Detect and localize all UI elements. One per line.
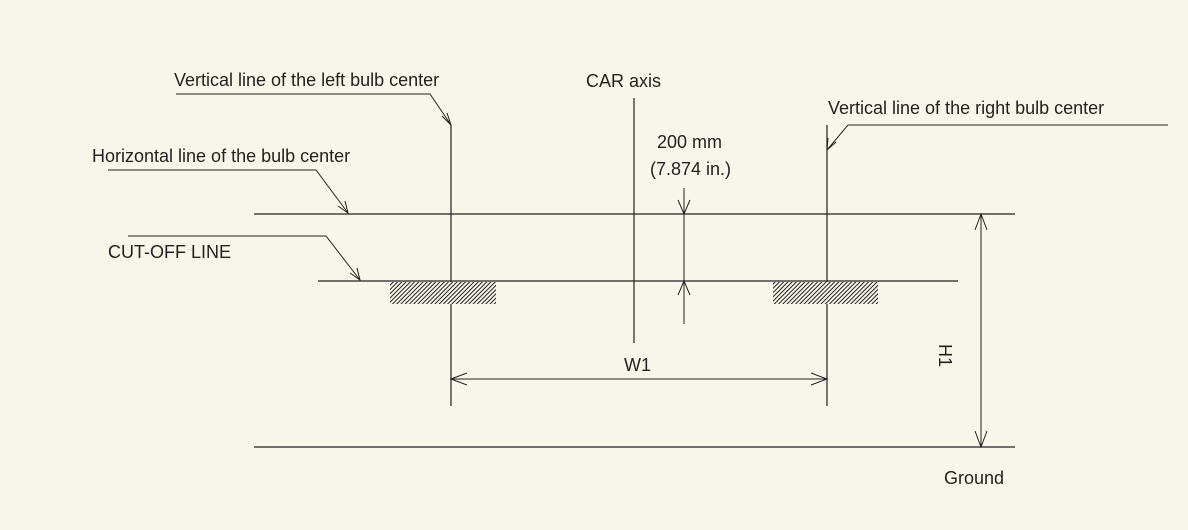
cut-off-leader-arrow	[349, 267, 361, 282]
h1-label: H1	[935, 344, 955, 368]
left-bulb-vertical-label: Vertical line of the left bulb center	[174, 70, 440, 90]
right-beam-pattern	[773, 282, 878, 304]
left-beam-pattern	[390, 282, 496, 304]
left-bulb-leader-arrow	[441, 112, 452, 126]
horizontal-center-leader-arrow	[337, 200, 349, 215]
w1-arrow-left	[449, 372, 468, 386]
car-axis-label: CAR axis	[586, 71, 662, 91]
w1-label: W1	[624, 355, 651, 375]
offset-arrow-up	[677, 279, 691, 296]
ground-label: Ground	[944, 468, 1005, 488]
cut-off-line-label: CUT-OFF LINE	[108, 242, 232, 262]
h1-arrow-up	[974, 212, 988, 231]
horizontal-bulb-center-label: Horizontal line of the bulb center	[92, 146, 351, 166]
left-bulb-leader	[176, 93, 452, 126]
offset-in-label: (7.874 in.)	[650, 159, 732, 179]
offset-arrow-down	[677, 199, 691, 216]
right-bulb-leader	[826, 124, 1168, 151]
offset-mm-label: 200 mm	[657, 132, 723, 152]
w1-arrow-right	[810, 372, 829, 386]
cut-off-leader	[128, 235, 361, 281]
horizontal-center-leader	[108, 169, 349, 214]
right-bulb-vertical-label: Vertical line of the right bulb center	[828, 98, 1105, 118]
h1-arrow-down	[974, 430, 988, 449]
right-bulb-leader-arrow	[826, 137, 837, 152]
